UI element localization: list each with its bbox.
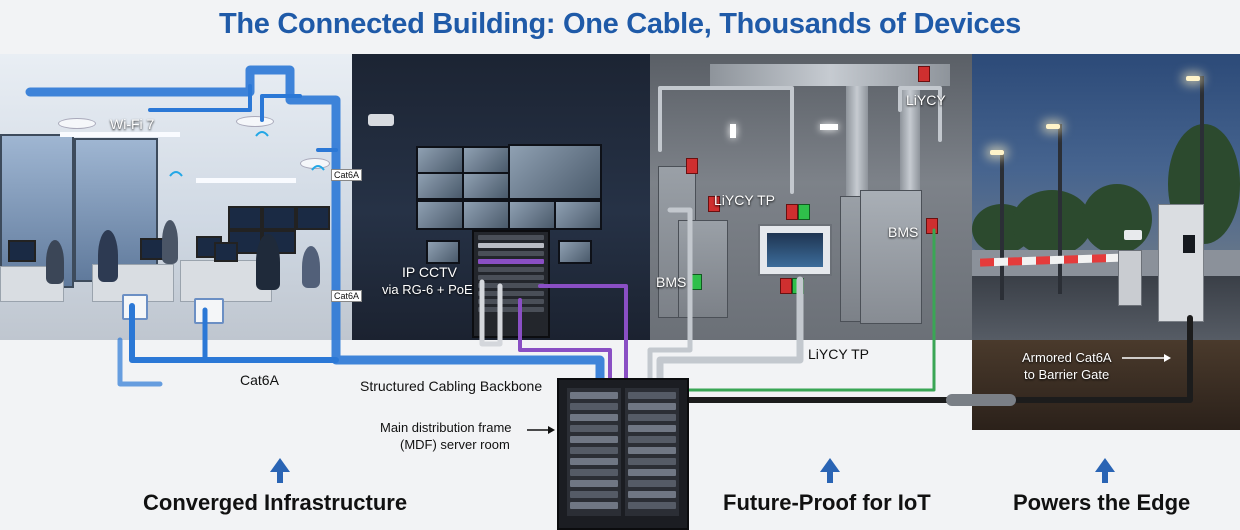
cctv-camera-icon bbox=[368, 114, 394, 126]
armored-label-line2: to Barrier Gate bbox=[1024, 367, 1110, 382]
liycy-tp-cable bbox=[656, 276, 804, 384]
cctv-screen bbox=[416, 172, 464, 200]
green-cable bbox=[686, 228, 936, 392]
liycy-cable bbox=[647, 207, 693, 383]
street-light bbox=[990, 150, 1004, 155]
ceiling-light bbox=[730, 124, 736, 138]
gate-camera-icon bbox=[1124, 230, 1142, 240]
cctv-rack bbox=[472, 230, 550, 338]
sensor-red bbox=[780, 278, 792, 294]
access-control-kiosk bbox=[1158, 204, 1204, 322]
liycy-tp-label: LiYCY TP bbox=[714, 192, 775, 208]
bms-controller-cabinet bbox=[860, 190, 922, 324]
sensor-red bbox=[786, 204, 798, 220]
up-arrow-icon bbox=[270, 458, 290, 483]
outdoor-edge-scene bbox=[972, 54, 1240, 340]
cat6a-cable-tag: Cat6A bbox=[331, 169, 363, 181]
mdf-label-line1: Main distribution frame bbox=[380, 420, 512, 435]
network-outlet bbox=[194, 298, 224, 324]
wifi-signal-icon bbox=[169, 171, 183, 177]
cctv-screen bbox=[462, 200, 510, 230]
wifi-access-point bbox=[300, 158, 330, 169]
control-cabinet bbox=[678, 220, 728, 318]
wifi-access-point bbox=[236, 116, 274, 127]
cat6a-cable bbox=[129, 303, 339, 363]
hvac-duct bbox=[900, 86, 920, 206]
tree bbox=[1082, 184, 1152, 254]
ip-cctv-label: IP CCTV bbox=[402, 264, 457, 280]
cctv-screen bbox=[462, 172, 510, 200]
armored-cable bbox=[685, 315, 1193, 403]
liycy-tp-label: LiYCY TP bbox=[808, 346, 869, 362]
mdf-label-arrow-head bbox=[548, 426, 555, 434]
cat6a-cable bbox=[117, 337, 163, 387]
wifi-signal-icon bbox=[255, 131, 269, 137]
cctv-screen bbox=[426, 240, 460, 264]
wifi-signal-icon bbox=[311, 165, 325, 171]
ip-cctv-sublabel: via RG-6 + PoE bbox=[382, 282, 473, 297]
bms-mechanical-room bbox=[650, 54, 972, 340]
wall-monitor bbox=[262, 206, 296, 230]
cctv-screen bbox=[558, 240, 592, 264]
desk-monitor bbox=[8, 240, 36, 262]
mdf-server-rack bbox=[557, 378, 689, 530]
office-worker bbox=[98, 230, 118, 282]
cctv-screen bbox=[554, 200, 602, 230]
street-light bbox=[1046, 124, 1060, 129]
hvac-duct bbox=[710, 64, 950, 86]
caption-converged-infrastructure: Converged Infrastructure bbox=[143, 490, 408, 515]
page-title: The Connected Building: One Cable, Thous… bbox=[218, 8, 1022, 40]
wifi-label: Wi-Fi 7 bbox=[110, 116, 155, 132]
bms-touch-panel bbox=[758, 224, 832, 276]
coax-cable bbox=[518, 298, 612, 382]
cat6a-label: Cat6A bbox=[240, 372, 279, 388]
caption-future-proof: Future-Proof for IoT bbox=[723, 490, 931, 515]
armored-label-arrow-head bbox=[1164, 354, 1171, 362]
sensor-green bbox=[798, 204, 810, 220]
armored-label-line1: Armored Cat6A bbox=[1022, 350, 1112, 365]
wall-monitor bbox=[228, 206, 262, 230]
tree bbox=[1012, 190, 1092, 256]
sensor-red bbox=[686, 158, 698, 174]
wall-monitor bbox=[296, 206, 330, 230]
office-worker bbox=[302, 246, 320, 288]
liycy-cable bbox=[658, 86, 794, 194]
cctv-screen bbox=[508, 144, 602, 200]
cctv-screen bbox=[508, 200, 556, 230]
barrier-gate-post bbox=[1118, 250, 1142, 306]
street-light-pole bbox=[1000, 150, 1004, 300]
ceiling-light bbox=[60, 132, 180, 137]
cat6a-cable-tag: Cat6A bbox=[331, 290, 363, 302]
desk-monitor bbox=[214, 242, 238, 262]
cat6a-cable bbox=[148, 84, 252, 112]
office-worker bbox=[46, 240, 64, 284]
sensor-red bbox=[708, 196, 720, 212]
street-light-pole bbox=[1058, 124, 1062, 294]
cctv-control-room bbox=[352, 54, 650, 340]
street-light bbox=[1186, 76, 1200, 81]
up-arrow-icon bbox=[1095, 458, 1115, 483]
liycy-label: LiYCY bbox=[906, 92, 946, 108]
underground-trench bbox=[972, 340, 1240, 430]
backbone-label: Structured Cabling Backbone bbox=[360, 378, 543, 394]
office-worker bbox=[162, 220, 178, 264]
wifi-access-point bbox=[58, 118, 96, 129]
liycy-cable bbox=[898, 86, 942, 142]
ceiling-light bbox=[820, 124, 838, 130]
coax-cable bbox=[538, 284, 628, 382]
up-arrow-icon bbox=[820, 458, 840, 483]
office-desk bbox=[0, 266, 64, 302]
street-light-pole bbox=[1200, 76, 1204, 296]
caption-powers-edge: Powers the Edge bbox=[1013, 490, 1191, 515]
sensor-red bbox=[918, 66, 930, 82]
mdf-label-line2: (MDF) server room bbox=[400, 437, 510, 452]
ceiling-light bbox=[196, 178, 296, 183]
cat6a-cable bbox=[260, 94, 302, 122]
coax-bundle bbox=[479, 279, 503, 347]
bms-label: BMS bbox=[656, 274, 687, 290]
bms-label: BMS bbox=[888, 224, 919, 240]
office-worker bbox=[256, 234, 280, 290]
